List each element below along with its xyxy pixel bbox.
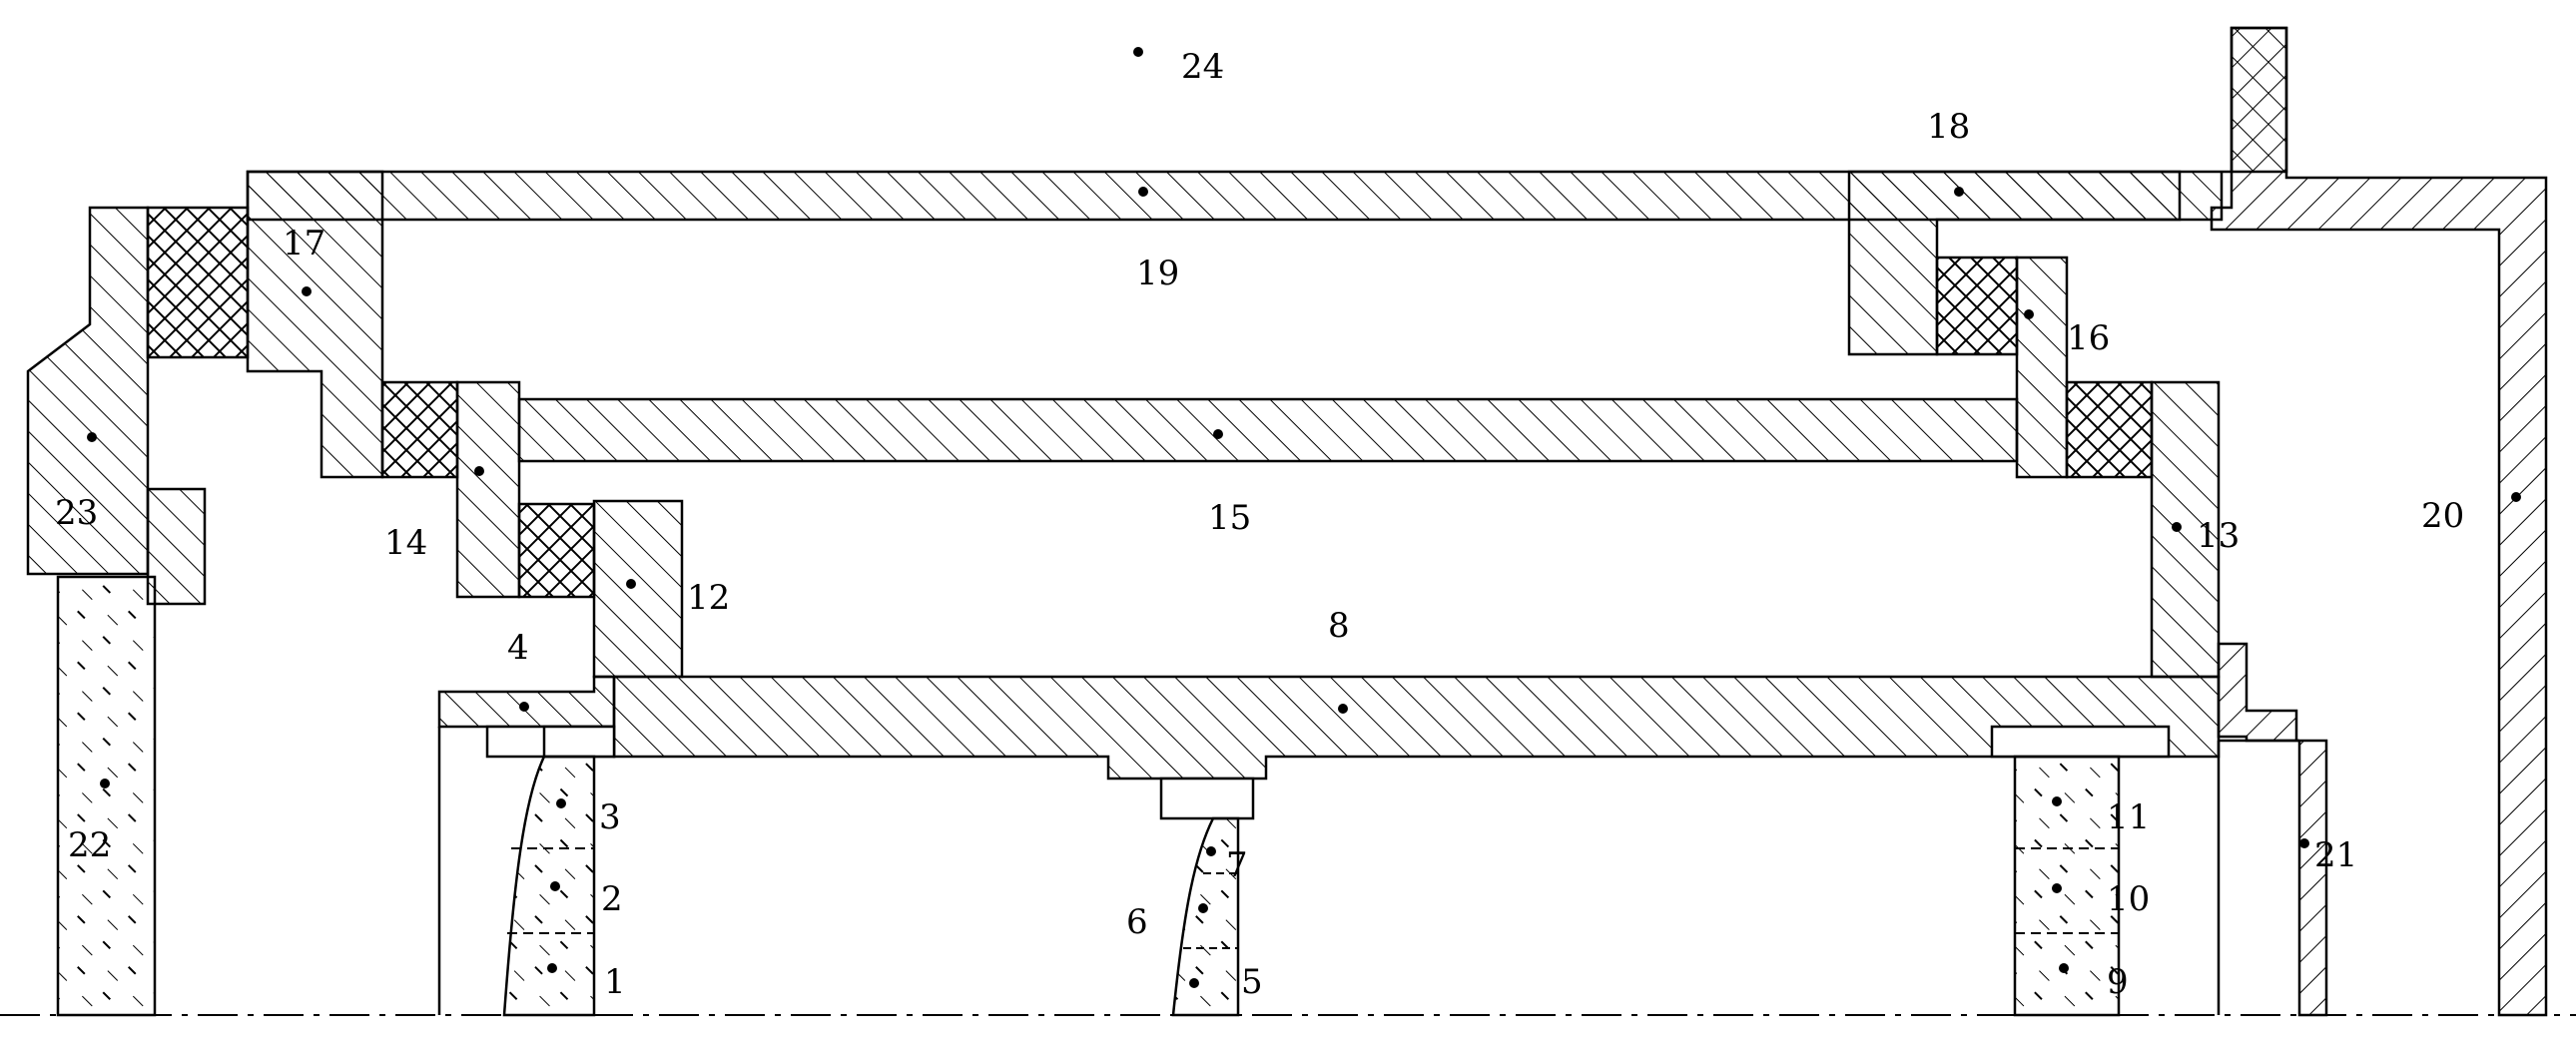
part-23-insulator: [146, 206, 250, 359]
part-16-flange: [2015, 256, 2069, 479]
label-16: 16: [2067, 318, 2110, 358]
label-10: 10: [2107, 879, 2150, 919]
label-9: 9: [2107, 962, 2129, 1002]
part-15-middle-tube: [517, 397, 2019, 463]
part-4-step: [437, 675, 616, 729]
part-16-insulator: [1935, 256, 2019, 356]
label-3: 3: [599, 797, 621, 837]
label-22: 22: [68, 825, 111, 865]
stack-right-body: [2013, 755, 2121, 1017]
label-20: 20: [2421, 496, 2464, 536]
part-20-outer-shell: [2210, 26, 2548, 1017]
label-13: 13: [2197, 516, 2240, 556]
reference-dots: [87, 47, 2521, 988]
label-8: 8: [1328, 606, 1350, 646]
label-11: 11: [2107, 797, 2150, 837]
label-21: 21: [2314, 835, 2357, 875]
label-14: 14: [384, 523, 427, 563]
label-4: 4: [507, 628, 529, 668]
part-17-flange: [246, 170, 384, 479]
label-23: 23: [55, 493, 98, 533]
label-19: 19: [1136, 254, 1179, 293]
label-2: 2: [601, 879, 623, 919]
label-12: 12: [687, 578, 730, 618]
part-12-wall: [592, 499, 684, 679]
label-5: 5: [1241, 962, 1263, 1002]
label-18: 18: [1927, 107, 1970, 147]
stack-left-plate: [542, 725, 616, 759]
part-21-sleeve: [2217, 642, 2328, 1017]
part-14-insulator: [380, 380, 459, 479]
stack-right-plate: [1990, 725, 2171, 759]
label-15: 15: [1208, 498, 1251, 538]
part-14-flange: [455, 380, 521, 599]
part-22-rod: [56, 575, 157, 1017]
label-6: 6: [1126, 902, 1148, 942]
stack-left-body: [502, 755, 596, 1017]
part-23-block: [146, 487, 207, 606]
part-16-insulator-right: [2065, 380, 2154, 479]
label-17: 17: [283, 224, 325, 263]
label-24: 24: [1181, 47, 1224, 87]
part-8-inner-tube: [612, 675, 2221, 781]
stack-middle-plate: [1159, 777, 1255, 820]
stack-middle-body: [1171, 816, 1240, 1017]
part-12-insulator: [517, 502, 596, 599]
label-7: 7: [1226, 845, 1248, 885]
label-1: 1: [604, 962, 626, 1002]
